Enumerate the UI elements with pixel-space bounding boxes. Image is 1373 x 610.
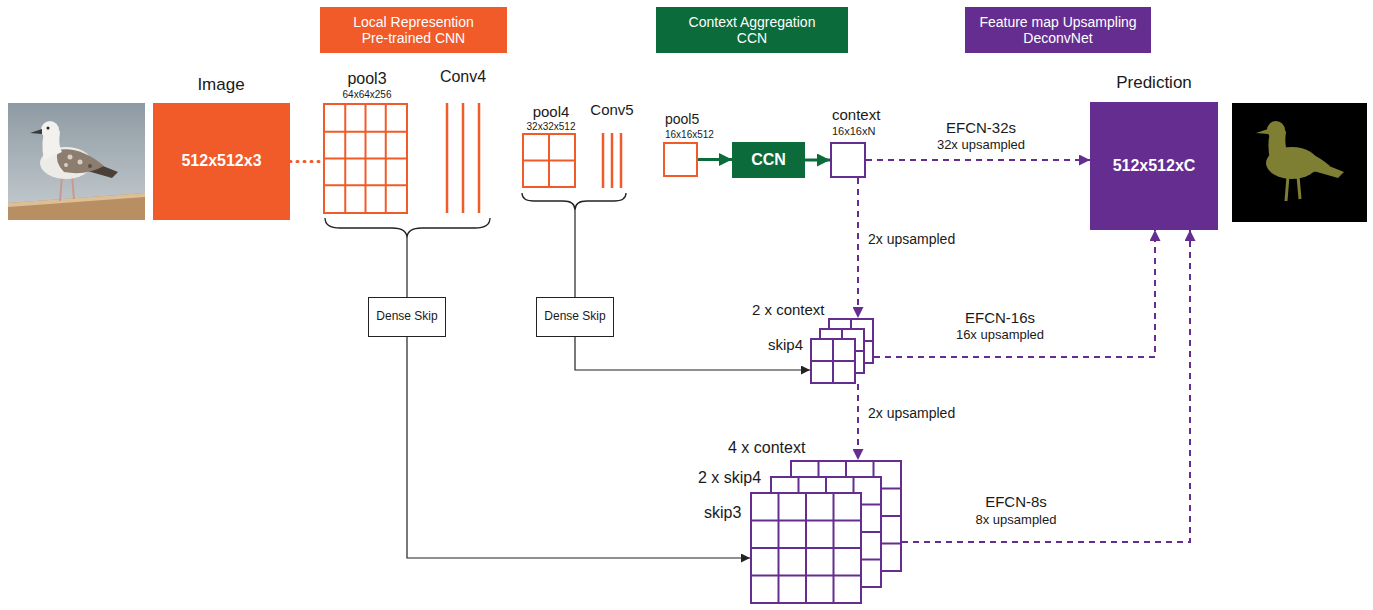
feature-map-grid: pool364x64x256 xyxy=(323,103,408,214)
layer-name: pool5 xyxy=(665,111,699,127)
input-block: Image512x512x3 xyxy=(153,103,290,220)
edge-label: 2x upsampled xyxy=(868,231,955,247)
note-label: 16x upsampled xyxy=(956,328,1044,343)
block-text: Dense Skip xyxy=(544,310,605,324)
conv-lines xyxy=(598,133,626,188)
section-band: Local RepresentionPre-trained CNN xyxy=(320,7,507,53)
group-brace xyxy=(522,193,626,210)
edge-label: 2x upsampled xyxy=(868,405,955,421)
dimension-label: 16x16xN xyxy=(832,125,875,138)
brace-stem xyxy=(574,210,575,297)
conv-layer: Conv4 xyxy=(440,103,486,213)
grid-lines xyxy=(524,135,574,186)
block-heading: Prediction xyxy=(1116,73,1192,93)
note-label: 8x upsampled xyxy=(976,513,1057,528)
connector xyxy=(805,159,830,162)
feature-stack: 2 x contextskip4 xyxy=(810,318,874,384)
output-block: Prediction512x512xC xyxy=(1090,102,1218,230)
dimension-label: 32x32x512 xyxy=(527,121,576,133)
connector xyxy=(290,160,323,163)
process-box: Dense Skip xyxy=(368,297,446,337)
edge-label: EFCN-16s xyxy=(965,309,1035,326)
connector xyxy=(407,337,750,558)
stacked-maps xyxy=(750,460,902,604)
band-subtitle: CCN xyxy=(737,30,767,46)
feature-map-box: pool516x16x512 xyxy=(663,142,698,177)
process-box: CCN xyxy=(732,142,805,178)
edge-label: EFCN-8s xyxy=(985,493,1047,510)
connector xyxy=(874,230,1155,357)
stack-label: skip3 xyxy=(704,504,741,522)
band-title: Local Represention xyxy=(353,14,474,30)
feature-map-grid: pool432x32x512 xyxy=(522,133,576,188)
stack-label: 4 x context xyxy=(728,439,805,457)
layer-name: Conv4 xyxy=(440,68,486,86)
connector xyxy=(902,230,1190,542)
section-band: Feature map UpsamplingDeconvNet xyxy=(965,7,1151,53)
layer-name: Conv5 xyxy=(590,101,633,118)
stack-label: 2 x context xyxy=(752,301,825,318)
brace-stem xyxy=(406,238,407,297)
stack-label: skip4 xyxy=(768,336,803,353)
connector xyxy=(866,159,1090,161)
layer-name: pool4 xyxy=(533,103,570,120)
layer-name: context xyxy=(832,106,880,123)
connector xyxy=(857,384,859,460)
band-subtitle: DeconvNet xyxy=(1023,30,1092,46)
input-photo xyxy=(8,103,145,220)
edge-label: EFCN-32s xyxy=(946,119,1016,136)
block-heading: Image xyxy=(197,75,244,95)
stacked-maps xyxy=(810,318,874,384)
stack-label: 2 x skip4 xyxy=(698,469,761,487)
band-subtitle: Pre-trained CNN xyxy=(362,30,465,46)
feature-map-box: context16x16xN xyxy=(830,142,866,178)
dimension-label: 512x512x3 xyxy=(181,152,261,170)
feature-stack: 4 x context2 x skip4skip3 xyxy=(750,460,902,604)
connector xyxy=(575,337,810,370)
connector xyxy=(698,158,732,161)
process-box: Dense Skip xyxy=(536,297,614,337)
prediction-mask xyxy=(1232,103,1367,222)
layer-name: pool3 xyxy=(347,70,386,88)
band-title: Context Aggregation xyxy=(689,14,816,30)
block-text: Dense Skip xyxy=(376,310,437,324)
conv-lines xyxy=(440,103,486,213)
dimension-label: 16x16x512 xyxy=(665,129,714,141)
note-label: 32x upsampled xyxy=(937,138,1025,153)
connector xyxy=(857,178,859,318)
dimension-label: 64x64x256 xyxy=(343,89,392,101)
grid-lines xyxy=(325,105,406,212)
conv-layer: Conv5 xyxy=(598,133,626,188)
section-band: Context AggregationCCN xyxy=(656,7,848,53)
block-text: CCN xyxy=(751,151,786,169)
dimension-label: 512x512xC xyxy=(1113,157,1196,175)
band-title: Feature map Upsampling xyxy=(979,14,1136,30)
group-brace xyxy=(325,218,490,238)
